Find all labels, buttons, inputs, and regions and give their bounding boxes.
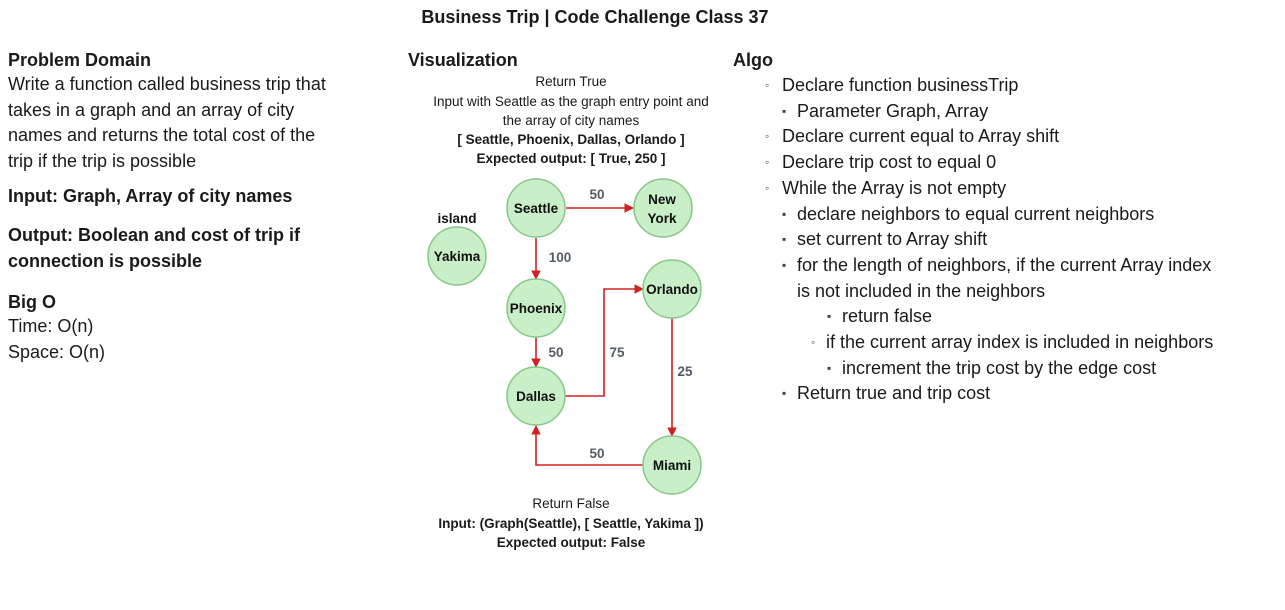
edge-dallas-orlando: [565, 284, 644, 397]
algo-step: ◦Declare current equal to Array shift: [760, 124, 1280, 150]
time-complexity: Time: O(n): [8, 316, 94, 336]
space-complexity: Space: O(n): [8, 341, 106, 362]
true-case-description: Input with Seattle as the graph entry po…: [433, 94, 709, 109]
visualization-heading: Visualization: [408, 50, 518, 70]
node-label: Orlando: [646, 282, 698, 297]
algo-step: ▪Return true and trip cost: [760, 381, 1280, 407]
algo-heading: Algo: [733, 50, 773, 70]
bullet-icon: ◦: [765, 155, 770, 170]
page-title: Business Trip | Code Challenge Class 37: [421, 7, 769, 27]
bullet-icon: ▪: [782, 257, 787, 272]
algo-step: ▪increment the trip cost by the edge cos…: [760, 356, 1280, 382]
node-dallas: Dallas: [506, 366, 566, 426]
algo-step: ◦Declare trip cost to equal 0: [760, 150, 1280, 176]
node-yakima: Yakima: [427, 226, 487, 286]
true-case-expected-output: Expected output: [ True, 250 ]: [476, 151, 666, 166]
bullet-icon: ▪: [782, 232, 787, 247]
bullet-icon: ◦: [765, 129, 770, 144]
island-label: island: [437, 211, 476, 226]
return-false-label: Return False: [532, 496, 610, 511]
edge-weight-label: 25: [677, 364, 693, 379]
problem-text-line: Write a function called business trip th…: [8, 74, 326, 94]
algo-step: ▪return false: [760, 304, 1280, 330]
node-orlando: Orlando: [642, 259, 702, 319]
algo-step: ◦if the current array index is included …: [760, 330, 1280, 356]
bullet-icon: ▪: [827, 360, 832, 375]
node-phoenix: Phoenix: [506, 278, 566, 338]
bullet-icon: ▪: [782, 206, 787, 221]
node-newyork: New York: [633, 178, 693, 238]
bullet-icon: ▪: [782, 103, 787, 118]
node-label: Phoenix: [510, 301, 563, 316]
edge-weight-label: 75: [609, 345, 625, 360]
big-o-heading: Big O: [8, 292, 56, 312]
output-description-line: connection is possible: [8, 251, 203, 271]
node-label: Miami: [653, 458, 691, 473]
edge-weight-label: 50: [589, 446, 604, 461]
return-true-label: Return True: [535, 74, 607, 89]
algo-step: ▪set current to Array shift: [760, 227, 1280, 253]
problem-domain-section: Problem Domain Write a function called b…: [8, 48, 388, 365]
false-case-input: Input: (Graph(Seattle), [ Seattle, Yakim…: [438, 516, 704, 531]
algo-step: ▪for the length of neighbors, if the cur…: [760, 253, 1280, 279]
algo-step: is not included in the neighbors: [797, 280, 1046, 301]
edge-weight-label: 50: [548, 345, 563, 360]
output-description-line: Output: Boolean and cost of trip if: [8, 225, 300, 245]
input-description: Input: Graph, Array of city names: [8, 186, 293, 206]
node-label: New: [648, 192, 676, 207]
bullet-icon: ◦: [765, 78, 770, 92]
algo-step: ▪Parameter Graph, Array: [760, 99, 1280, 125]
node-label: Yakima: [434, 249, 481, 264]
true-case-input: [ Seattle, Phoenix, Dallas, Orlando ]: [457, 132, 685, 147]
algo-list: ◦Declare function businessTrip ▪Paramete…: [760, 73, 1280, 407]
problem-text-line: takes in a graph and an array of city: [8, 99, 295, 120]
problem-domain-heading: Problem Domain: [8, 50, 152, 70]
node-label: Seattle: [514, 201, 559, 216]
edge-weight-label: 50: [589, 187, 604, 202]
node-miami: Miami: [642, 435, 702, 495]
problem-text-line: trip if the trip is possible: [8, 150, 197, 171]
bullet-icon: ▪: [827, 309, 832, 324]
bullet-icon: ▪: [782, 386, 787, 401]
node-label: Dallas: [516, 389, 556, 404]
algo-step: ◦While the Array is not empty: [760, 176, 1280, 202]
false-case-expected-output: Expected output: False: [496, 535, 646, 550]
node-seattle: Seattle: [506, 178, 566, 238]
bullet-icon: ◦: [811, 335, 816, 350]
edge-weight-label: 100: [549, 250, 572, 265]
algo-step: ▪declare neighbors to equal current neig…: [760, 202, 1280, 228]
edge-miami-dallas: [531, 425, 643, 466]
bullet-icon: ◦: [765, 180, 770, 195]
node-label: York: [647, 211, 677, 226]
true-case-description: the array of city names: [502, 113, 640, 128]
algo-step: ◦Declare function businessTrip: [760, 73, 1280, 99]
problem-text-line: names and returns the total cost of the: [8, 125, 316, 145]
